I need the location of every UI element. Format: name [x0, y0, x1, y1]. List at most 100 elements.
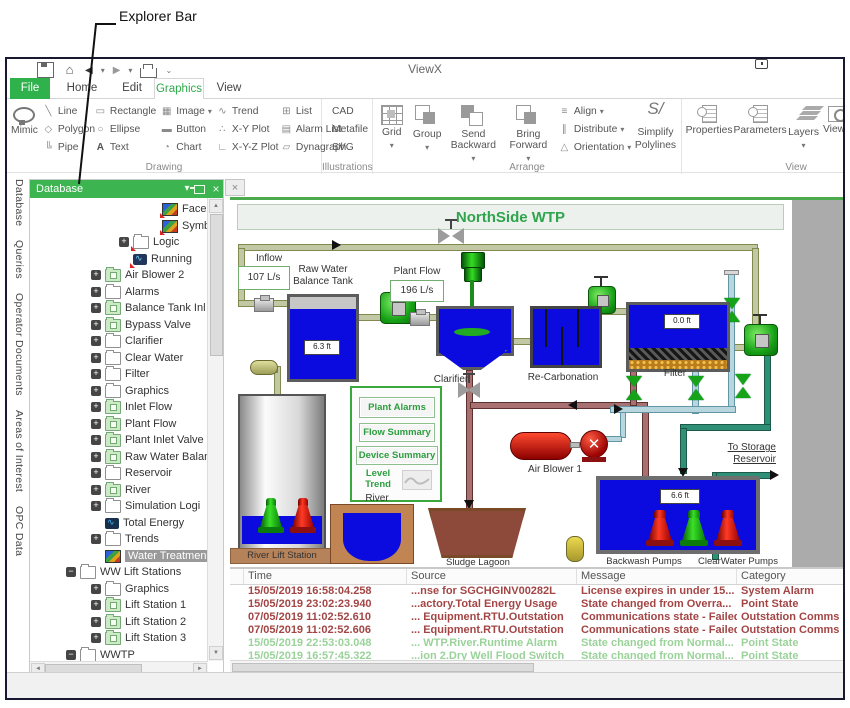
col-source[interactable]: Source [407, 569, 577, 584]
tree-item[interactable]: +Filter [30, 366, 208, 382]
document-tab-close[interactable]: × [225, 179, 245, 196]
lock-icon[interactable] [755, 59, 768, 69]
tree-item[interactable]: Symbol [30, 218, 208, 234]
views-button[interactable]: Views [821, 101, 845, 137]
expand-icon[interactable]: + [91, 419, 101, 429]
control-valve[interactable] [735, 374, 751, 398]
tree-item[interactable]: +Graphics [30, 581, 208, 597]
tree-item[interactable]: +Clarifier [30, 333, 208, 349]
send-backward-button[interactable]: Send Backward▾ [446, 101, 501, 166]
alarm-row[interactable]: 15/05/2019 22:53:03.048... WTP.River.Run… [230, 637, 845, 650]
control-valve[interactable] [626, 376, 642, 400]
expand-icon[interactable]: + [91, 468, 101, 478]
expand-icon[interactable]: + [91, 336, 101, 346]
tree-item[interactable]: +Raw Water Balan [30, 449, 208, 465]
alarm-list-scrollbar[interactable] [230, 660, 845, 672]
collapse-icon[interactable]: − [66, 650, 76, 660]
expand-icon[interactable]: + [91, 584, 101, 594]
col-category[interactable]: Category [737, 569, 845, 584]
tree-item[interactable]: +Clear Water [30, 350, 208, 366]
side-tab-database[interactable]: Database [13, 179, 25, 226]
col-time[interactable]: Time [244, 569, 407, 584]
expand-icon[interactable]: + [91, 501, 101, 511]
expand-icon[interactable]: + [91, 386, 101, 396]
expand-icon[interactable]: + [91, 435, 101, 445]
expand-icon[interactable]: + [91, 303, 101, 313]
flow-summary-button[interactable]: Flow Summary [359, 423, 435, 442]
alarm-row[interactable]: 15/05/2019 23:02:23.940...actory.Total E… [230, 598, 845, 611]
tree-item[interactable]: +Lift Station 1 [30, 597, 208, 613]
expand-icon[interactable]: + [91, 633, 101, 643]
parameters-button[interactable]: Parameters [734, 101, 786, 138]
bring-forward-button[interactable]: Bring Forward▾ [501, 101, 556, 166]
tree-item[interactable]: +Simulation Logi [30, 498, 208, 514]
polygon-button[interactable]: ◇Polygon [40, 120, 92, 138]
side-tab-operator-documents[interactable]: Operator Documents [13, 293, 25, 396]
align-button[interactable]: ≡Align▾ [556, 102, 632, 120]
side-tab-areas-of-interest[interactable]: Areas of Interest [13, 410, 25, 492]
expand-icon[interactable]: + [91, 452, 101, 462]
tree-item[interactable]: +Trends [30, 531, 208, 547]
tree-item[interactable]: +Graphics [30, 383, 208, 399]
grid-button[interactable]: Grid▾ [375, 101, 408, 153]
chart-button[interactable]: ◔Chart [158, 138, 214, 156]
panel-close-icon[interactable]: × [209, 180, 223, 198]
collapse-icon[interactable]: − [66, 567, 76, 577]
alarm-row[interactable]: 07/05/2019 11:02:52.610... Equipment.RTU… [230, 611, 845, 624]
pipe-button[interactable]: ╚Pipe [40, 138, 92, 156]
mimic-button[interactable]: Mimic [9, 101, 40, 138]
tree-item[interactable]: +Balance Tank Inl [30, 300, 208, 316]
expand-icon[interactable]: + [91, 617, 101, 627]
text-button[interactable]: AText [92, 138, 158, 156]
expand-icon[interactable]: + [91, 485, 101, 495]
alarm-row[interactable]: 15/05/2019 16:58:04.258...nse for SGCHGI… [230, 585, 845, 598]
expand-icon[interactable]: + [91, 402, 101, 412]
side-tab-opc-data[interactable]: OPC Data [13, 506, 25, 556]
tree-item[interactable]: Faceplat [30, 201, 208, 217]
expand-icon[interactable]: + [119, 237, 129, 247]
control-valve[interactable] [688, 376, 704, 400]
tree-item[interactable]: +Air Blower 2 [30, 267, 208, 283]
tab-view[interactable]: View [210, 78, 248, 99]
trend-button[interactable]: ∿Trend [214, 102, 278, 120]
distribute-button[interactable]: ∥Distribute▾ [556, 120, 632, 138]
tree-item[interactable]: +Lift Station 2 [30, 614, 208, 630]
tree-item[interactable]: +River [30, 482, 208, 498]
tree-item-selected[interactable]: Water Treatmen [30, 548, 208, 564]
image-button[interactable]: ▦Image▾ [158, 102, 214, 120]
side-tab-queries[interactable]: Queries [13, 240, 25, 279]
tab-edit[interactable]: Edit [112, 78, 152, 99]
rectangle-button[interactable]: ▭Rectangle [92, 102, 158, 120]
metafile-button[interactable]: Metafile [330, 120, 370, 138]
orientation-button[interactable]: △Orientation▾ [556, 138, 632, 156]
tree-item[interactable]: Total Energy [30, 515, 208, 531]
valve[interactable] [744, 324, 776, 354]
expand-icon[interactable]: + [91, 270, 101, 280]
trend-thumbnail-icon[interactable] [402, 470, 432, 490]
xyz-plot-button[interactable]: ∟X-Y-Z Plot [214, 138, 278, 156]
scroll-up-icon[interactable]: ▲ [209, 199, 223, 213]
tab-home[interactable]: Home [62, 78, 102, 99]
plant-alarms-button[interactable]: Plant Alarms [359, 397, 435, 418]
svg-button[interactable]: SVG [330, 138, 370, 156]
expand-icon[interactable]: + [91, 287, 101, 297]
tree-item[interactable]: Running [30, 251, 208, 267]
tree-item[interactable]: +Bypass Valve [30, 317, 208, 333]
group-button[interactable]: Group▾ [409, 101, 446, 155]
simplify-polylines-button[interactable]: S/ SimplifyPolylines [632, 101, 679, 153]
tab-graphics[interactable]: Graphics [154, 78, 204, 101]
expand-icon[interactable]: + [91, 369, 101, 379]
database-panel-header[interactable]: Database ▾ × [30, 180, 223, 198]
tree-item[interactable]: +Lift Station 3 [30, 630, 208, 646]
expand-icon[interactable]: + [91, 600, 101, 610]
tree-item[interactable]: −WW Lift Stations [30, 564, 208, 580]
properties-button[interactable]: Properties [684, 101, 734, 138]
tree-item[interactable]: +Alarms [30, 284, 208, 300]
panel-menu-caret-icon[interactable]: ▾ [180, 180, 194, 198]
level-trend-button[interactable]: LevelTrend [358, 468, 398, 490]
alarm-row[interactable]: 07/05/2019 11:02:52.606... Equipment.RTU… [230, 624, 845, 637]
tab-file[interactable]: File [10, 78, 50, 99]
tree-item[interactable]: +Plant Flow [30, 416, 208, 432]
cad-button[interactable]: CAD [330, 102, 370, 120]
button-button[interactable]: ▬Button [158, 120, 214, 138]
